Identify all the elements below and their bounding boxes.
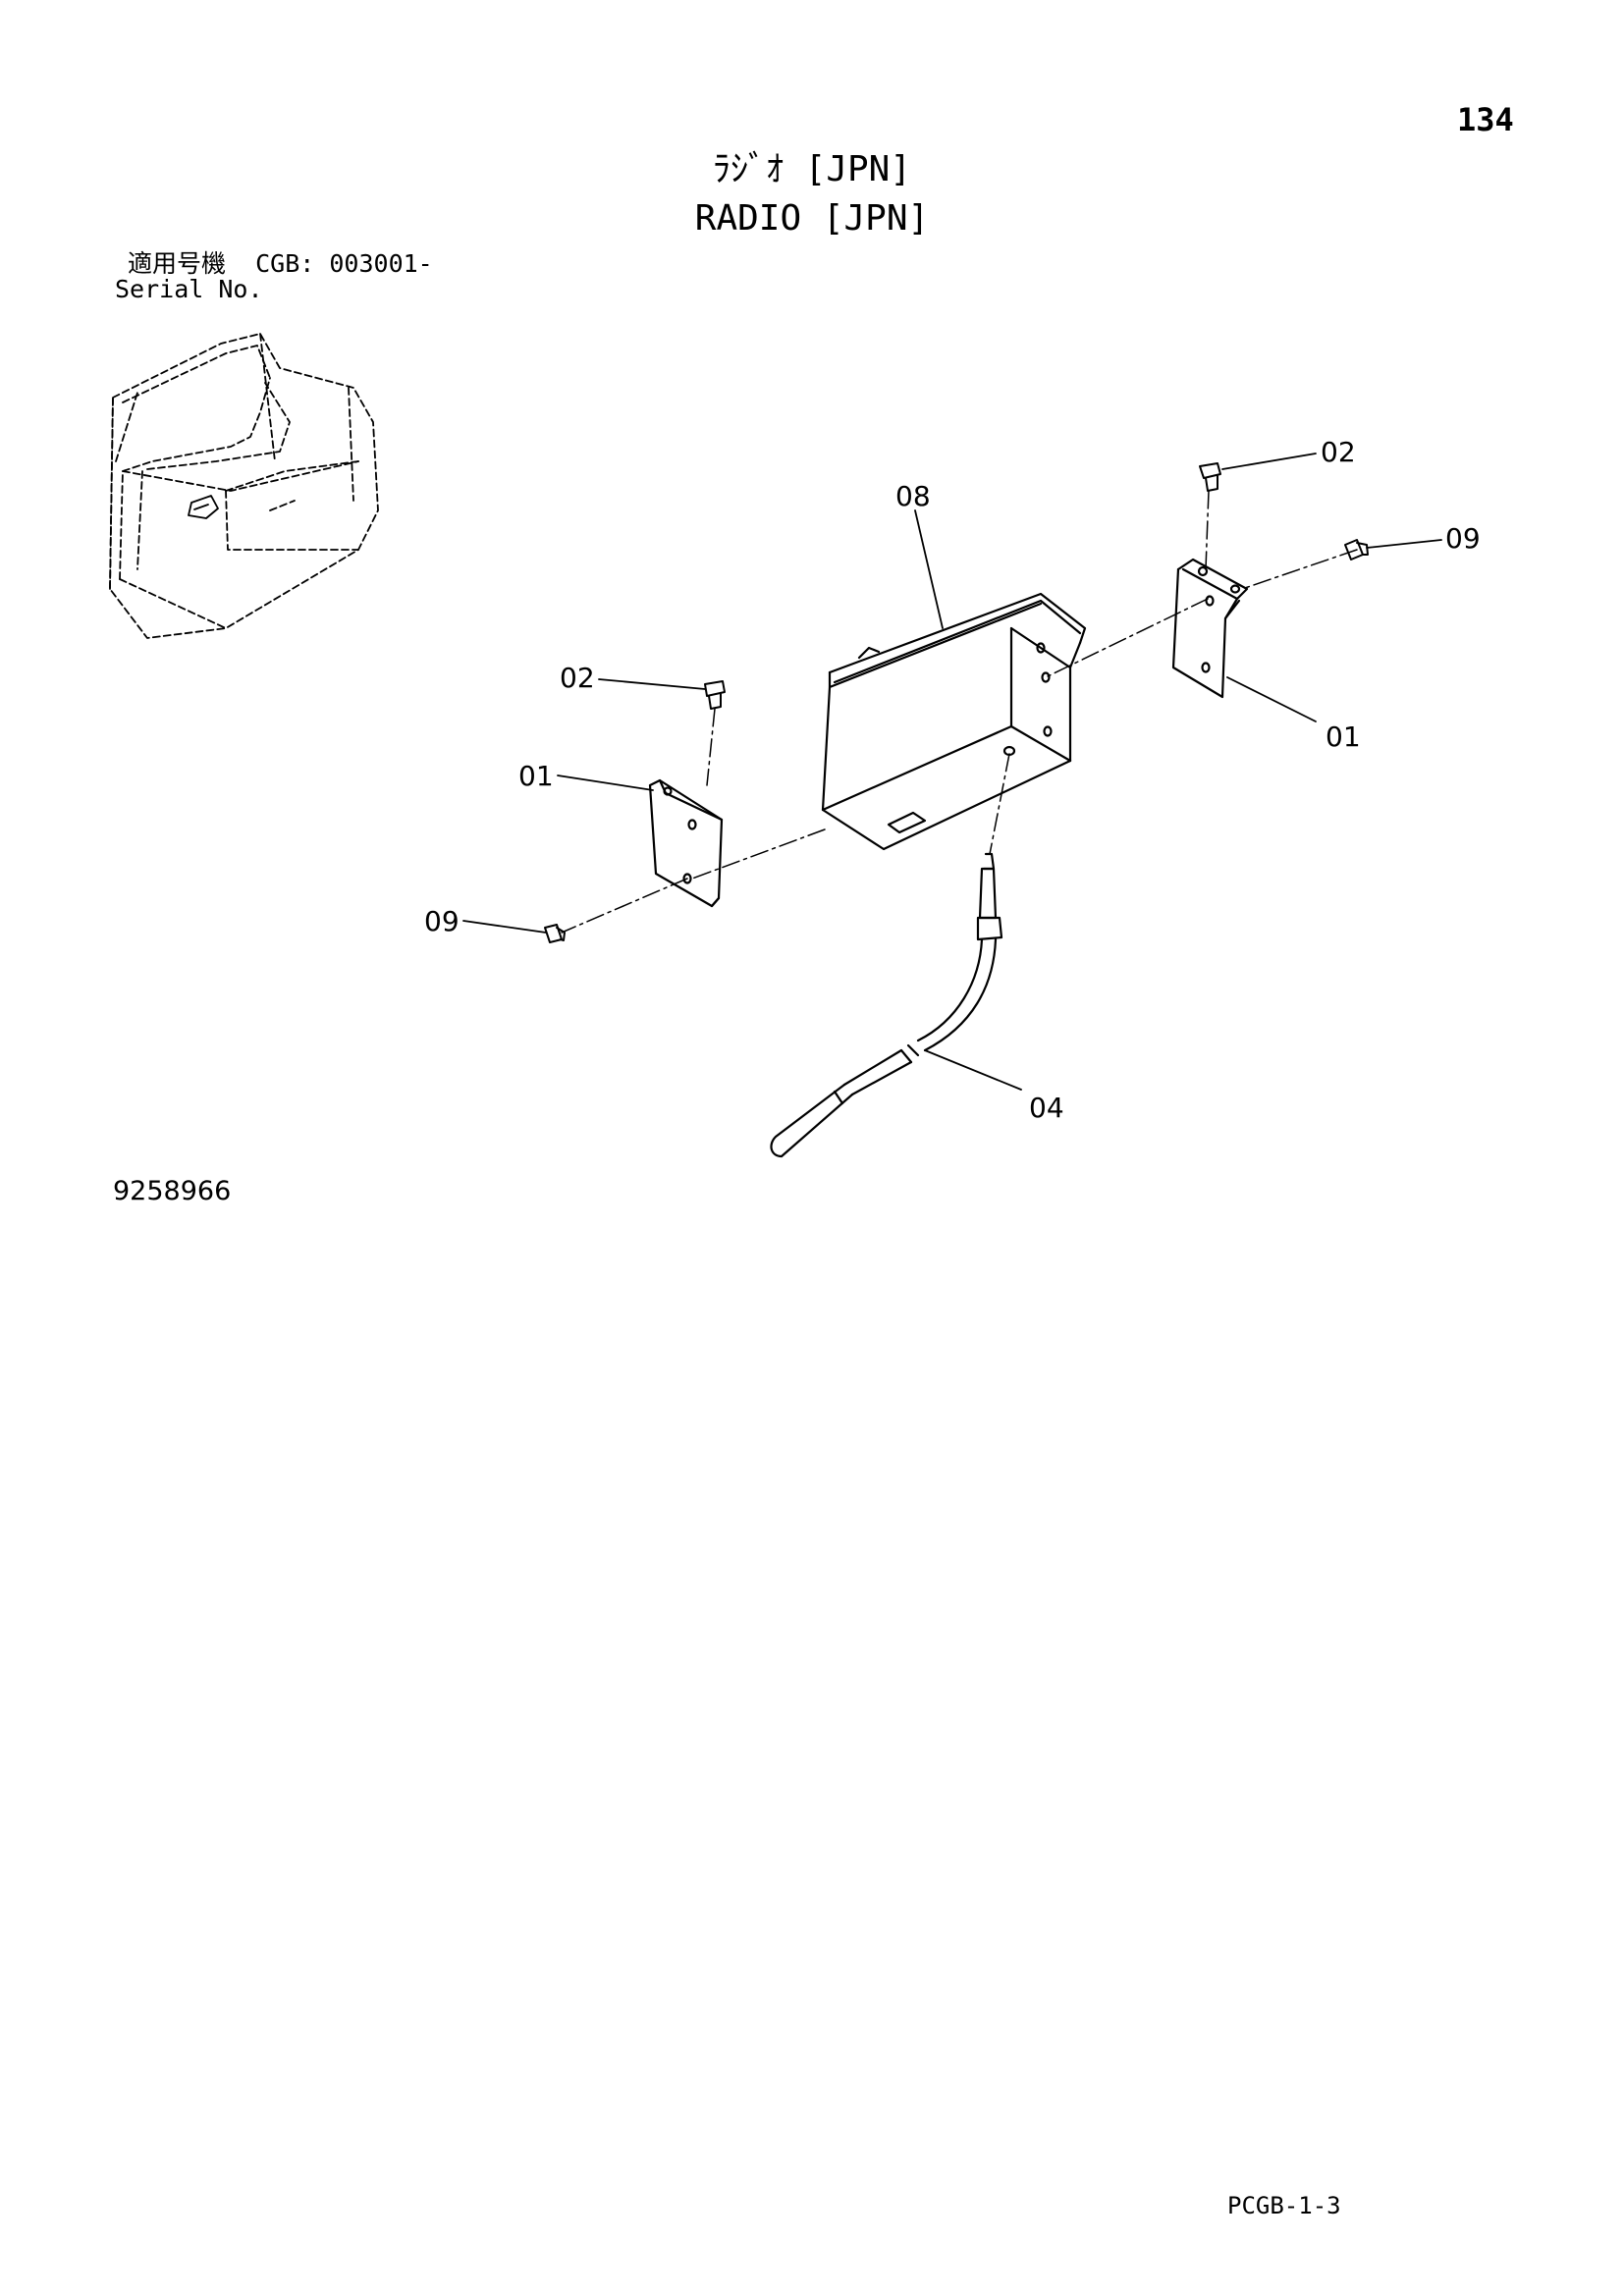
callout-09-right: 09 [1445, 522, 1481, 555]
page-title-japanese: ﾗｼﾞｵ [JPN] [712, 149, 912, 189]
part-02-screw-left [704, 680, 726, 710]
serial-label-japanese: 適用号機 CGB: 003001- [128, 249, 433, 278]
part-01-bracket-left [648, 778, 724, 908]
radio-location-marker-icon [188, 495, 219, 519]
part-02-screw-top [1199, 462, 1221, 492]
callout-09-left: 09 [424, 905, 460, 937]
callout-01-left: 01 [518, 760, 554, 792]
part-09-screw-left [544, 924, 566, 943]
callout-labels: 02 09 08 01 02 01 09 04 [424, 436, 1481, 1124]
part-01-bracket-right [1171, 558, 1249, 699]
callout-08: 08 [895, 480, 931, 512]
page-title-english: RADIO [JPN] [694, 198, 930, 239]
drawing-number: 9258966 [113, 1176, 232, 1206]
callout-04: 04 [1029, 1092, 1064, 1124]
leader-lines [462, 453, 1442, 1091]
page-number: 134 [1457, 101, 1514, 138]
callout-01-right: 01 [1326, 721, 1361, 753]
part-09-screw-right [1344, 539, 1369, 561]
callout-02-top: 02 [1321, 436, 1356, 468]
part-04-antenna-cable [770, 852, 1003, 1158]
callout-02-left: 02 [560, 662, 595, 694]
cab-locator-inset [109, 333, 379, 639]
serial-label-english: Serial No. [115, 275, 263, 303]
sheet-code: PCGB-1-3 [1227, 2192, 1341, 2219]
part-08-radio-housing [821, 592, 1087, 851]
assembly-center-lines [561, 490, 1358, 934]
